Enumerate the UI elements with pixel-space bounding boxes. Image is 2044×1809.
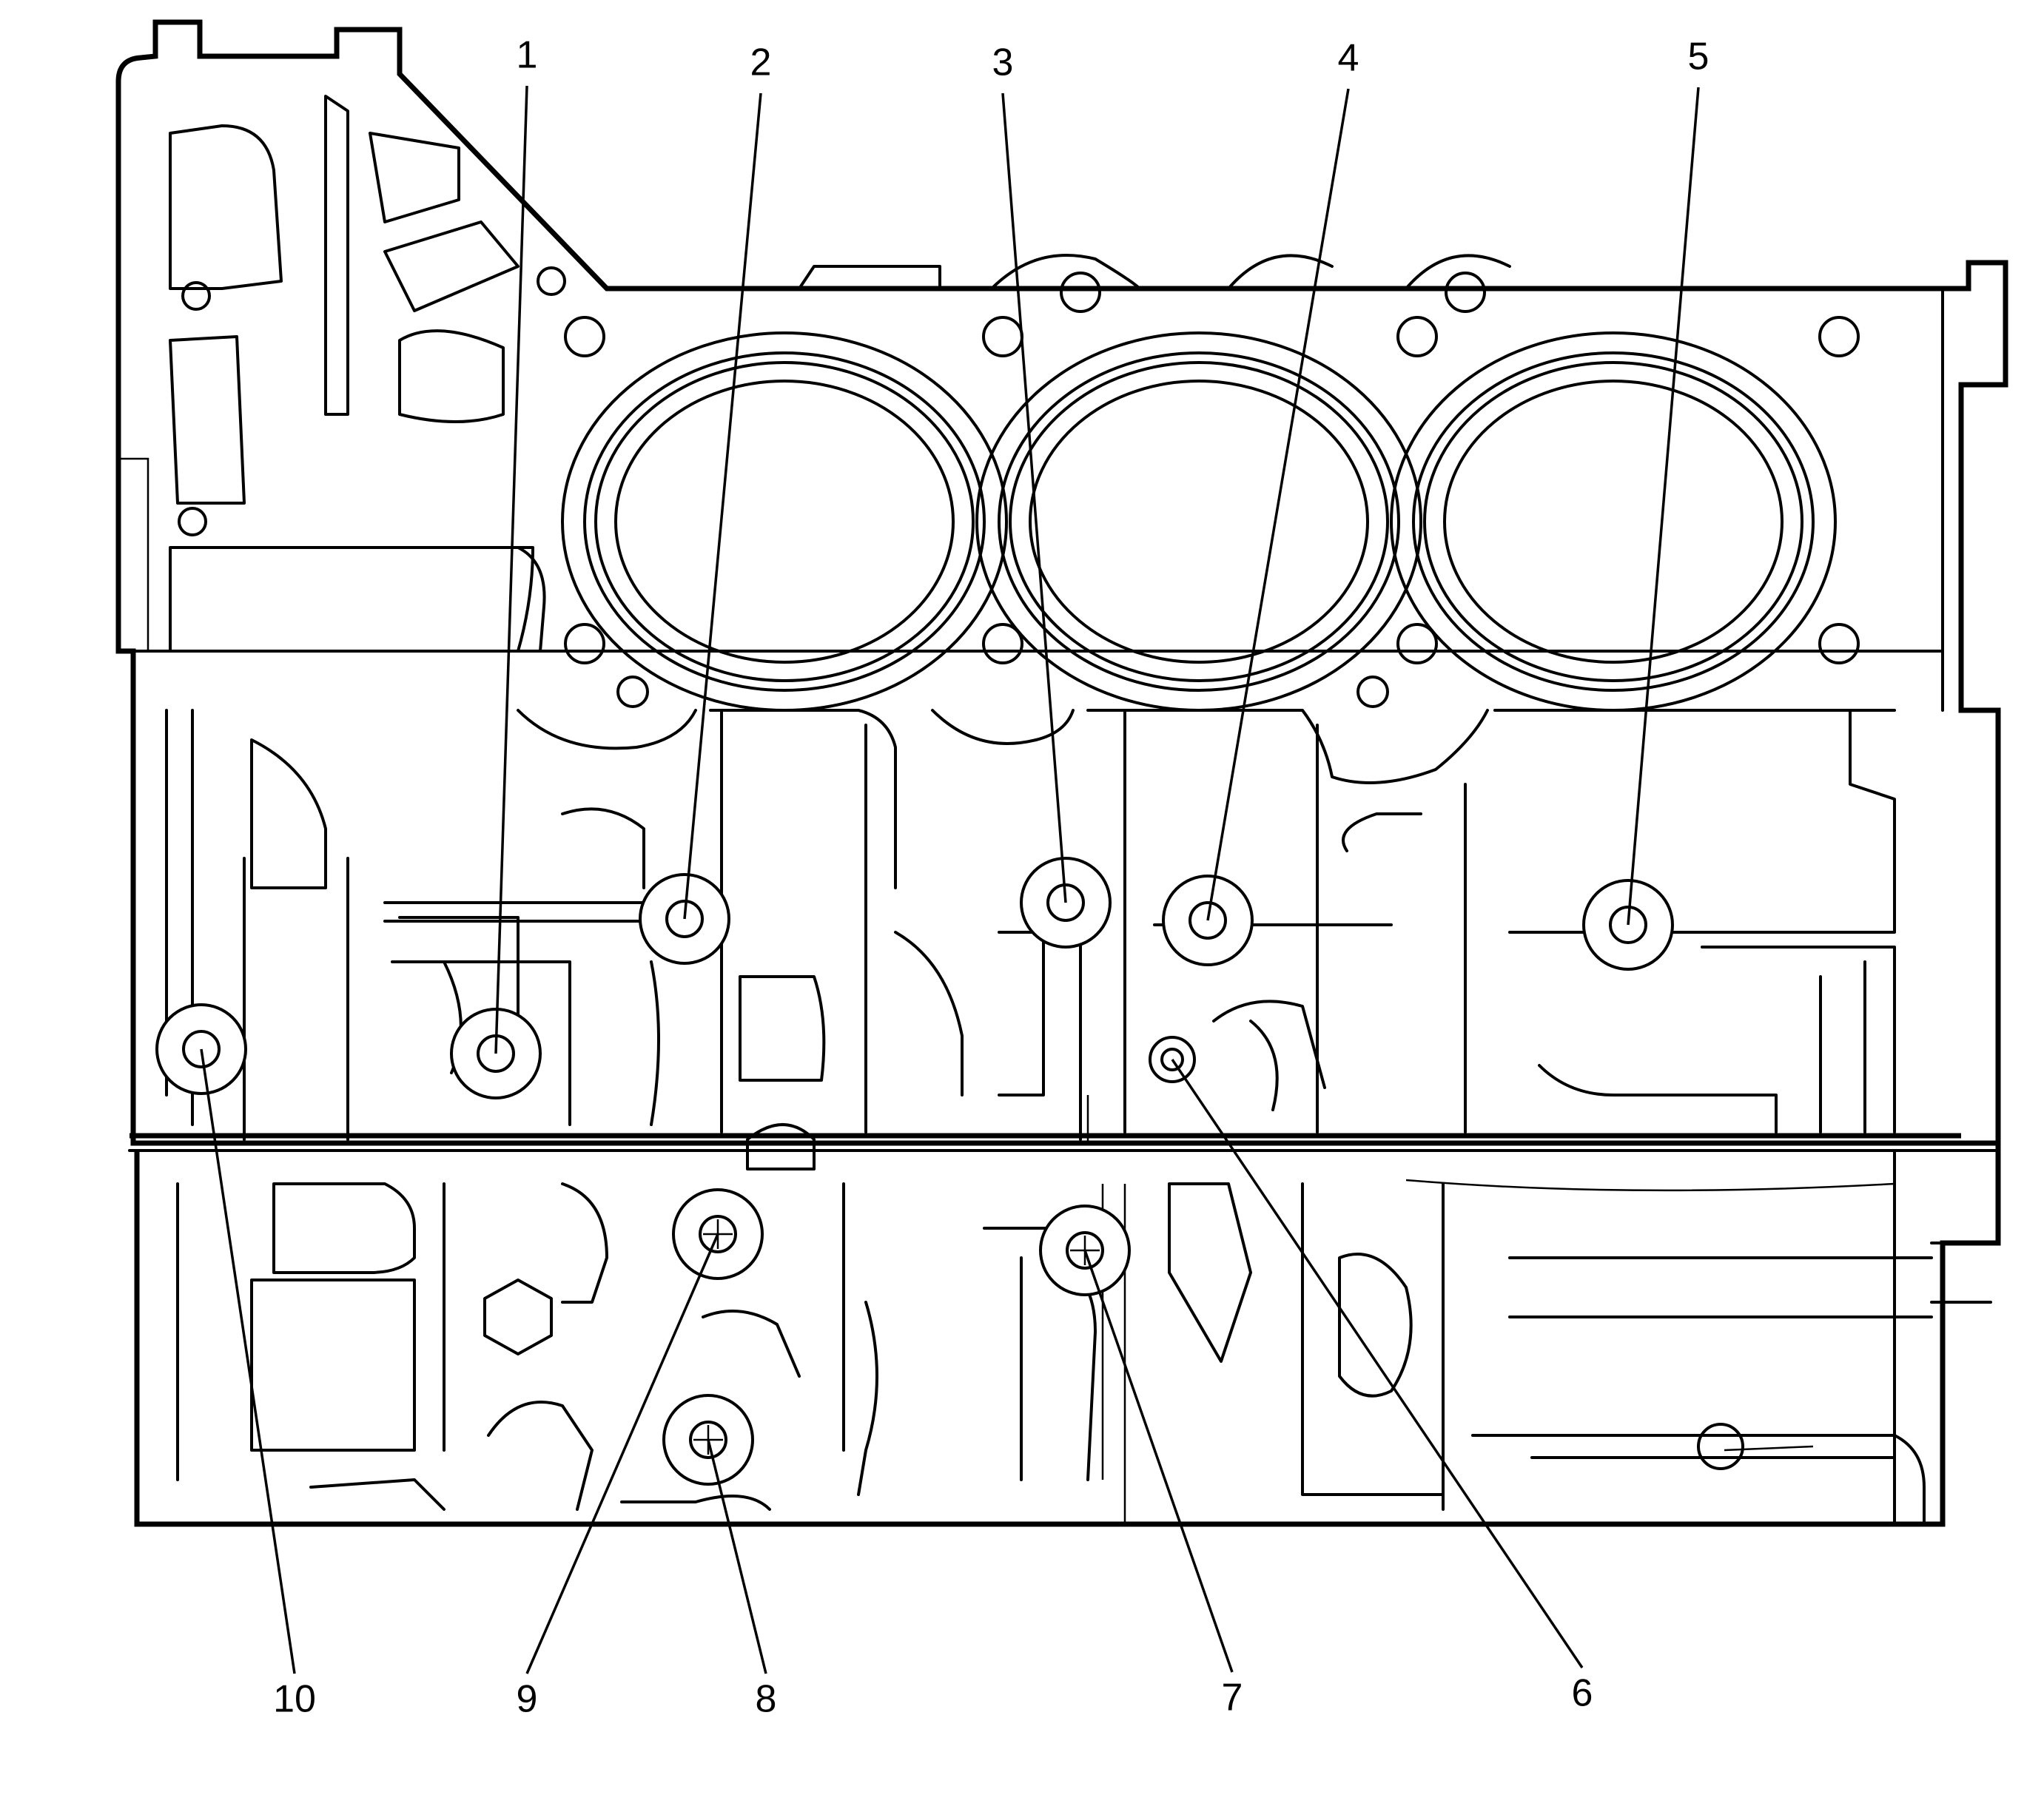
callout-label-5: 5 xyxy=(1688,36,1710,78)
callout-leader-2 xyxy=(683,92,762,920)
callout-label-2: 2 xyxy=(750,41,772,84)
callout-label-9: 9 xyxy=(517,1678,538,1721)
callout-8: 8 xyxy=(662,1394,777,1721)
cylinder-bore-2 xyxy=(975,331,1422,712)
callout-3: 3 xyxy=(992,41,1112,949)
callout-1: 1 xyxy=(450,34,542,1099)
callout-6: 6 xyxy=(1149,1036,1593,1715)
callout-2: 2 xyxy=(639,41,772,965)
callout-label-3: 3 xyxy=(992,41,1014,84)
callout-label-6: 6 xyxy=(1572,1672,1593,1715)
cylinder-bore-1 xyxy=(561,331,1008,712)
callout-5: 5 xyxy=(1582,36,1710,971)
callout-10: 10 xyxy=(155,1003,316,1721)
callout-7: 7 xyxy=(1039,1205,1243,1719)
callout-label-8: 8 xyxy=(756,1678,777,1721)
cylinder-bores xyxy=(561,331,1837,712)
cylinder-bore-3 xyxy=(1390,331,1837,712)
callout-label-7: 7 xyxy=(1222,1677,1243,1719)
head-bolt-holes xyxy=(178,254,1860,708)
callout-leader-3 xyxy=(1001,92,1067,903)
callout-layer: 1 2 3 4 5 6 7 8 9 10 xyxy=(155,34,1710,1721)
callout-4: 4 xyxy=(1162,37,1359,966)
block-ribs xyxy=(165,709,1896,1143)
callout-leader-8 xyxy=(707,1439,767,1674)
callout-leader-9 xyxy=(525,1233,719,1674)
callout-9: 9 xyxy=(517,1188,764,1721)
lower-crankcase-details xyxy=(176,1123,1933,1526)
callout-leader-5 xyxy=(1627,87,1700,926)
callout-leader-1 xyxy=(494,85,528,1054)
callout-label-1: 1 xyxy=(517,34,538,77)
callout-leader-10 xyxy=(200,1048,296,1674)
timing-cover-details xyxy=(117,95,546,653)
callout-leader-7 xyxy=(1083,1250,1234,1673)
callout-label-4: 4 xyxy=(1338,37,1359,80)
callout-leader-6 xyxy=(1171,1059,1584,1668)
callout-leader-4 xyxy=(1206,88,1350,921)
callout-label-10: 10 xyxy=(273,1678,316,1721)
